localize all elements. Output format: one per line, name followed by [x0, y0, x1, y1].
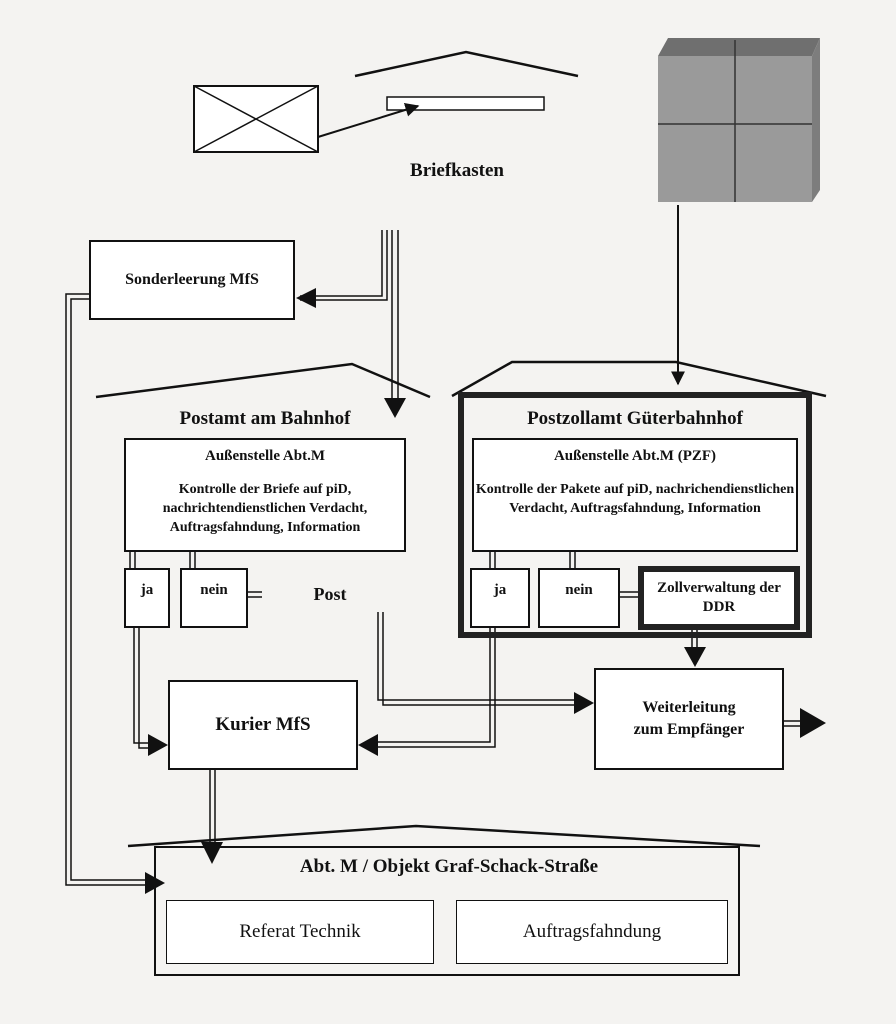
zoll-inner-title: Außenstelle Abt.M (PZF): [553, 448, 717, 464]
sonderleerung-to-objekt-line: [65, 293, 148, 886]
zoll-title: Postzollamt Güterbahnhof: [527, 408, 743, 429]
briefkasten-lines: [300, 230, 399, 400]
zoll-inner-text: Kontrolle der Pakete auf piD, nachrichen…: [475, 482, 795, 516]
zollverwaltung-label: Zollverwaltung der DDR: [657, 580, 781, 615]
arrow-into-kurier-right: [358, 734, 378, 756]
referat-technik-box: Referat Technik: [166, 900, 434, 964]
arrow-into-weiterleitung: [574, 692, 594, 714]
postamt-inner-box: Außenstelle Abt.M Kontrolle der Briefe a…: [124, 438, 406, 552]
weiterleitung-label: Weiterleitung zum Empfänger: [633, 699, 745, 738]
auftragsfahndung-label: Auftragsfahndung: [522, 921, 662, 942]
referat-technik-label: Referat Technik: [239, 921, 361, 942]
zoll-stems: [489, 552, 640, 598]
arrow-down-weiterleitung: [684, 647, 706, 667]
postamt-stems: [129, 552, 262, 598]
zoll-roof: [451, 360, 827, 398]
letter-to-mailbox-arrow: [317, 103, 420, 138]
objekt-title: Abt. M / Objekt Graf-Schack-Straße: [299, 856, 599, 877]
post-label: Post: [313, 584, 347, 604]
outgoing-arrow: [800, 708, 826, 738]
arrow-into-kurier-left: [148, 734, 168, 756]
post-to-weiterleitung-line: [377, 612, 578, 706]
ja-to-kurier-line: [133, 628, 150, 749]
postamt-nein-label: nein: [200, 582, 228, 598]
kurier-box: Kurier MfS: [168, 680, 358, 770]
kurier-label: Kurier MfS: [215, 714, 311, 735]
zoll-inner-box: Außenstelle Abt.M (PZF) Kontrolle der Pa…: [472, 438, 798, 552]
sonderleerung-box: Sonderleerung MfS: [89, 240, 295, 320]
sonderleerung-label: Sonderleerung MfS: [125, 271, 259, 288]
kurier-to-objekt-line: [209, 770, 216, 846]
postamt-title: Postamt am Bahnhof: [179, 408, 351, 429]
zoll-ja-label: ja: [493, 582, 507, 598]
objekt-box: [154, 846, 740, 976]
postamt-inner-title: Außenstelle Abt.M: [205, 448, 325, 464]
zoll-outer-box: [458, 392, 812, 638]
zoll-ja-to-kurier-line: [378, 628, 496, 748]
objekt-roof: [127, 824, 761, 848]
arrow-to-postamt: [384, 398, 406, 418]
parcel-box-icon: [658, 38, 820, 202]
mailbox-slot-icon: [354, 50, 579, 111]
postamt-ja-label: ja: [140, 582, 154, 598]
postamt-roof: [95, 362, 431, 399]
weiterleitung-box: Weiterleitung zum Empfänger: [594, 668, 784, 770]
zoll-ja-box: ja: [470, 568, 530, 628]
zollverwaltung-box: Zollverwaltung der DDR: [638, 566, 800, 630]
zoll-nein-label: nein: [565, 582, 593, 598]
envelope-icon: [193, 85, 319, 153]
zoll-nein-box: nein: [538, 568, 620, 628]
auftragsfahndung-box: Auftragsfahndung: [456, 900, 728, 964]
postamt-ja-box: ja: [124, 568, 170, 628]
postamt-inner-text: Kontrolle der Briefe auf piD, nachrichte…: [162, 482, 368, 535]
briefkasten-label: Briefkasten: [410, 160, 504, 181]
postamt-nein-box: nein: [180, 568, 248, 628]
arrow-to-sonderleerung: [296, 288, 316, 308]
